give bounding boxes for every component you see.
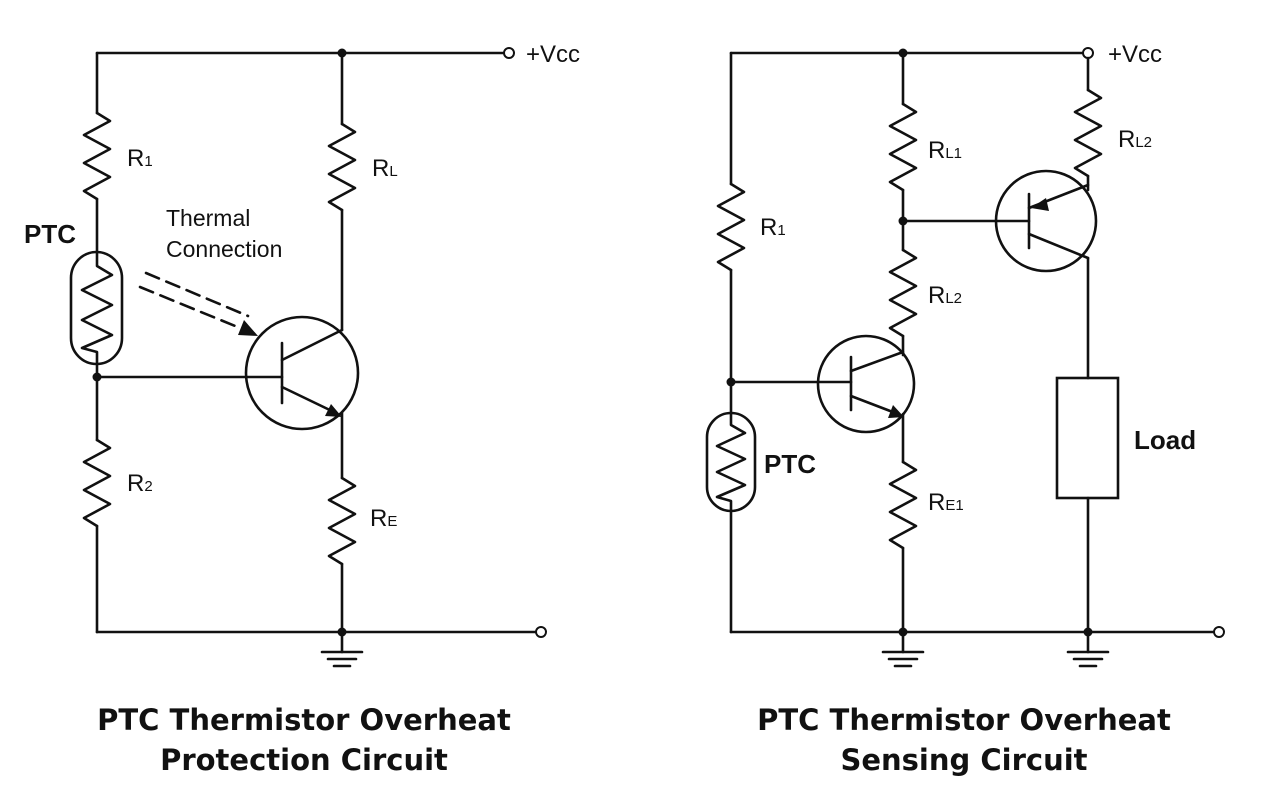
right-npn-transistor (816, 334, 916, 434)
left-r1-label: R1 (127, 145, 153, 172)
right-r1-resistor (716, 182, 746, 272)
right-pnp-transistor (994, 169, 1098, 273)
left-r2-resistor (82, 438, 112, 528)
right-ground-symbol-2 (1066, 630, 1110, 668)
right-ptc-label: PTC (764, 449, 816, 479)
right-caption-line2: Sensing Circuit (840, 743, 1088, 777)
right-rl1-resistor (888, 102, 918, 192)
left-ptc-label: PTC (24, 219, 76, 249)
thermal-label-line2: Connection (166, 236, 282, 262)
left-caption: PTC Thermistor Overheat Protection Circu… (24, 700, 584, 780)
load-box (1055, 376, 1120, 500)
right-rl2-mid-label: RL2 (928, 282, 962, 309)
thermal-label-line1: Thermal (166, 205, 250, 231)
left-ground-symbol (320, 630, 364, 668)
left-vcc-terminal (503, 47, 515, 59)
right-re1-resistor (888, 460, 918, 550)
right-ground-terminal (1213, 626, 1225, 638)
left-r1-resistor (82, 111, 112, 201)
right-ptc-body (705, 411, 757, 513)
thermal-connection-dashes (138, 271, 258, 336)
left-npn-transistor (244, 315, 360, 431)
left-r2-label: R2 (127, 470, 153, 497)
sensing-circuit: +Vcc R1 RL1 RL2 RL2 RE1 PTC Load (705, 41, 1225, 668)
right-caption: PTC Thermistor Overheat Sensing Circuit (684, 700, 1244, 780)
left-rl-resistor (327, 122, 357, 212)
right-r1-label: R1 (760, 214, 786, 241)
right-vcc-label: +Vcc (1108, 41, 1162, 68)
right-ground-symbol-1 (881, 630, 925, 668)
right-ptc-zigzag (715, 411, 747, 513)
right-caption-line1: PTC Thermistor Overheat (757, 703, 1171, 737)
left-rl-label: RL (372, 155, 398, 182)
right-rl2-top-resistor (1073, 88, 1103, 178)
left-ptc-zigzag (80, 250, 114, 366)
right-re1-label: RE1 (928, 489, 964, 516)
left-caption-line1: PTC Thermistor Overheat (97, 703, 511, 737)
left-vcc-label: +Vcc (526, 41, 580, 68)
left-ptc-body (69, 250, 124, 366)
left-re-label: RE (370, 505, 397, 532)
left-re-resistor (327, 476, 357, 566)
right-rl2-mid-resistor (888, 248, 918, 338)
protection-circuit: +Vcc R1 R2 RL RE PTC Thermal Connection (24, 41, 580, 668)
right-rl2-top-label: RL2 (1118, 126, 1152, 153)
load-label: Load (1134, 425, 1196, 455)
left-caption-line2: Protection Circuit (160, 743, 448, 777)
right-vcc-terminal (1082, 47, 1094, 59)
right-rl1-label: RL1 (928, 137, 962, 164)
left-ground-terminal (535, 626, 547, 638)
